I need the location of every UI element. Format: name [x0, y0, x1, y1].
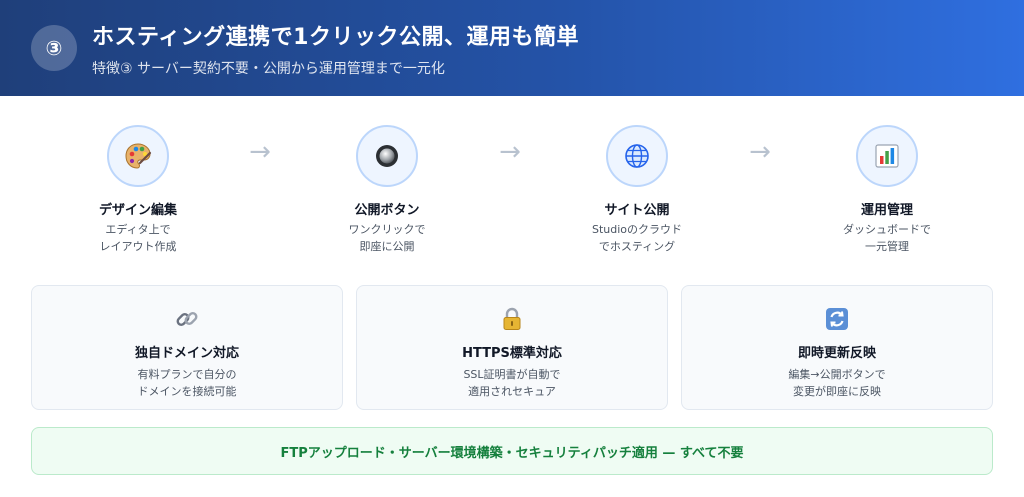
flow-step-desc: ワンクリックで 即座に公開: [307, 221, 467, 255]
flow-step-title: 運用管理: [860, 203, 913, 218]
flow-step-operations: 運用管理 ダッシュボードで 一元管理: [807, 125, 967, 255]
feature-card-custom-domain: 独自ドメイン対応 有料プランで自分の ドメインを接続可能: [31, 285, 343, 410]
flow-step-site-publish: サイト公開 Studioのクラウド でホスティング: [557, 125, 717, 255]
palette-icon: [107, 125, 169, 187]
flow-arrow-icon: →: [249, 137, 271, 167]
feature-desc-line: ドメインを接続可能: [137, 385, 237, 398]
flow-step-publish-button: 公開ボタン ワンクリックで 即座に公開: [307, 125, 467, 255]
page-subtitle: 特徴③ サーバー契約不要・公開から運用管理まで一元化: [92, 61, 445, 77]
feature-desc: SSL証明書が自動で 適用されセキュア: [357, 366, 667, 400]
feature-title: 即時更新反映: [797, 346, 876, 361]
feature-desc-line: 適用されセキュア: [468, 385, 556, 398]
flow-step-desc: ダッシュボードで 一元管理: [807, 221, 967, 255]
page-title: ホスティング連携で1クリック公開、運用も簡単: [92, 25, 579, 50]
flow-arrow-icon: →: [749, 137, 771, 167]
feature-card-https: HTTPS標準対応 SSL証明書が自動で 適用されセキュア: [356, 285, 668, 410]
flow-arrow-icon: →: [499, 137, 521, 167]
flow-step-desc-line: 即座に公開: [359, 240, 415, 253]
flow-step-desc-line: ダッシュボードで: [843, 223, 931, 236]
refresh-icon: [824, 306, 850, 332]
flow-step-title: デザイン編集: [98, 203, 177, 218]
flow-step-desc-line: でホスティング: [598, 240, 676, 253]
feature-card-instant-update: 即時更新反映 編集→公開ボタンで 変更が即座に反映: [681, 285, 993, 410]
flow-step-design: デザイン編集 エディタ上で レイアウト作成: [58, 125, 218, 255]
flow-step-desc-line: レイアウト作成: [99, 240, 177, 253]
feature-desc-line: 有料プランで自分の: [137, 368, 237, 381]
flow-step-title: 公開ボタン: [354, 203, 420, 218]
flow-step-desc-line: ワンクリックで: [348, 223, 426, 236]
flow-step-desc-line: Studioのクラウド: [591, 223, 683, 236]
flow-step-desc: Studioのクラウド でホスティング: [557, 221, 717, 255]
feature-desc: 編集→公開ボタンで 変更が即座に反映: [682, 366, 992, 400]
no-hassle-banner: FTPアップロード・サーバー環境構築・セキュリティパッチ適用 — すべて不要: [31, 427, 993, 475]
flow-step-desc: エディタ上で レイアウト作成: [58, 221, 218, 255]
feature-desc-line: 変更が即座に反映: [793, 385, 881, 398]
feature-desc-line: 編集→公開ボタンで: [788, 368, 886, 381]
header-banner: ③ ホスティング連携で1クリック公開、運用も簡単 特徴③ サーバー契約不要・公開…: [0, 0, 1024, 96]
step-number-badge: ③: [31, 25, 77, 71]
button-icon: [356, 125, 418, 187]
lock-icon: [499, 306, 525, 332]
link-icon: [174, 306, 200, 332]
globe-icon: [606, 125, 668, 187]
flow-step-desc-line: エディタ上で: [105, 223, 171, 236]
bar-chart-icon: [856, 125, 918, 187]
flow-step-desc-line: 一元管理: [865, 240, 909, 253]
publish-flow: デザイン編集 エディタ上で レイアウト作成 → 公開ボタン: [0, 125, 1024, 255]
feature-desc-line: SSL証明書が自動で: [463, 368, 561, 381]
flow-step-title: サイト公開: [604, 203, 670, 218]
feature-title: HTTPS標準対応: [462, 346, 562, 361]
feature-title: 独自ドメイン対応: [134, 346, 239, 361]
feature-desc: 有料プランで自分の ドメインを接続可能: [32, 366, 342, 400]
